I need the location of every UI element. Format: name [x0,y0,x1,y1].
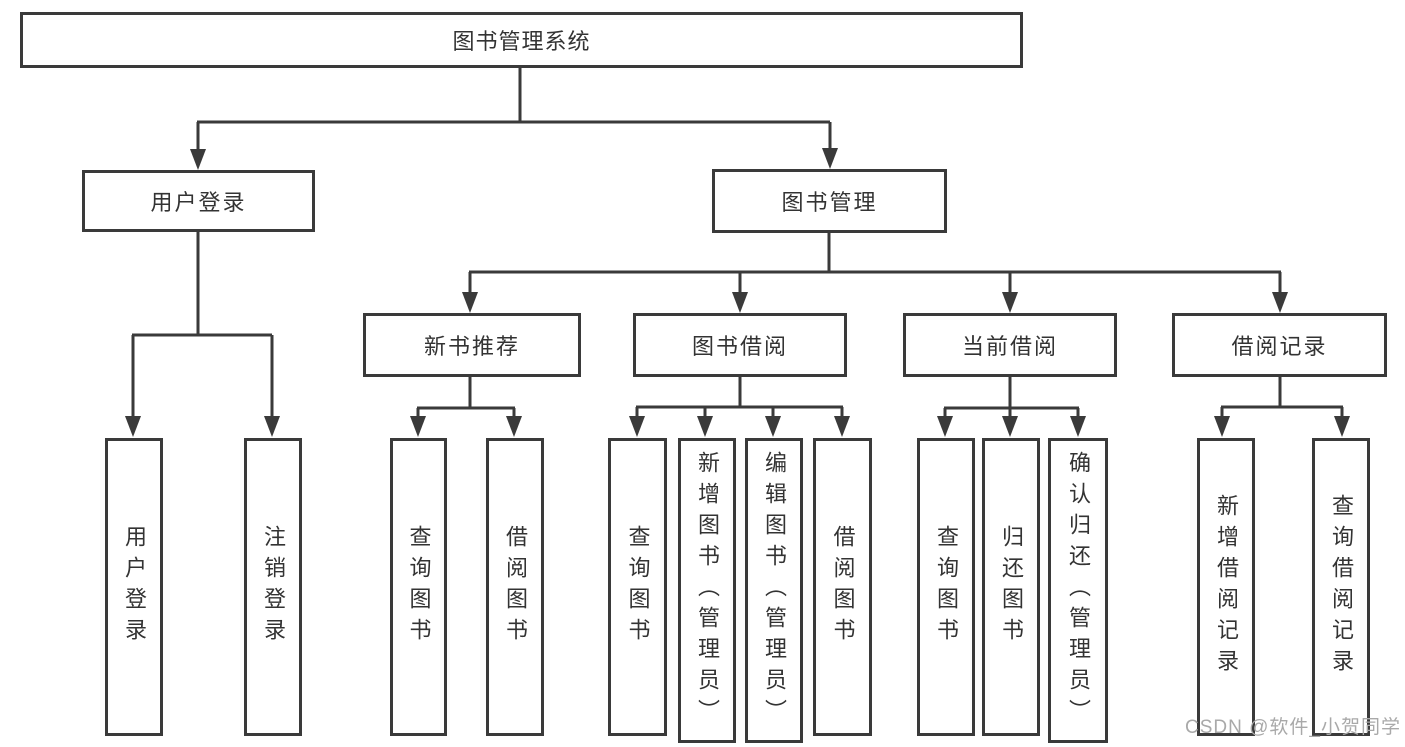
leaf-current-confirm-return: 确认归还（管理员） [1048,438,1108,743]
leaf-records-add-label: 新增借阅记录 [1214,494,1239,680]
leaf-user-login-label: 用户登录 [122,525,147,649]
node-new-book-recommend-label: 新书推荐 [423,334,520,359]
node-book-management-label: 图书管理 [781,190,878,215]
leaf-logout: 注销登录 [244,438,302,736]
leaf-records-query-label: 查询借阅记录 [1329,494,1354,680]
node-current-borrow-label: 当前借阅 [961,334,1058,359]
watermark: CSDN @软件_小贺同学 [1185,717,1401,738]
leaf-current-query: 查询图书 [917,438,975,736]
node-user-login: 用户登录 [82,170,315,232]
node-new-book-recommend: 新书推荐 [363,313,581,377]
leaf-current-confirm-return-label: 确认归还（管理员） [1066,451,1091,730]
node-borrow-records: 借阅记录 [1172,313,1387,377]
leaf-borrow-query-label: 查询图书 [625,525,651,649]
leaf-borrow-edit: 编辑图书（管理员） [745,438,803,743]
leaf-borrow-borrow: 借阅图书 [813,438,872,736]
leaf-borrow-add-label: 新增图书（管理员） [695,451,720,730]
leaf-newbooks-borrow-label: 借阅图书 [503,525,528,649]
node-book-management: 图书管理 [712,169,947,233]
node-borrow-records-label: 借阅记录 [1231,334,1328,359]
node-book-borrow: 图书借阅 [633,313,847,377]
leaf-current-return: 归还图书 [982,438,1040,736]
node-current-borrow: 当前借阅 [903,313,1117,377]
node-root-label: 图书管理系统 [452,29,591,54]
node-root: 图书管理系统 [20,12,1023,68]
arrowhead-icons [125,148,1350,437]
leaf-current-query-label: 查询图书 [934,525,959,649]
leaf-logout-label: 注销登录 [261,525,286,649]
leaf-user-login: 用户登录 [105,438,163,736]
leaf-borrow-borrow-label: 借阅图书 [830,525,856,649]
leaf-newbooks-query: 查询图书 [390,438,447,736]
leaf-borrow-add: 新增图书（管理员） [678,438,736,743]
leaf-records-add: 新增借阅记录 [1197,438,1255,736]
node-user-login-label: 用户登录 [150,190,247,215]
leaf-borrow-edit-label: 编辑图书（管理员） [762,451,787,730]
node-book-borrow-label: 图书借阅 [691,334,788,359]
leaf-current-return-label: 归还图书 [999,525,1024,649]
leaf-records-query: 查询借阅记录 [1312,438,1370,736]
leaf-newbooks-query-label: 查询图书 [406,525,432,649]
leaf-borrow-query: 查询图书 [608,438,667,736]
leaf-newbooks-borrow: 借阅图书 [486,438,544,736]
